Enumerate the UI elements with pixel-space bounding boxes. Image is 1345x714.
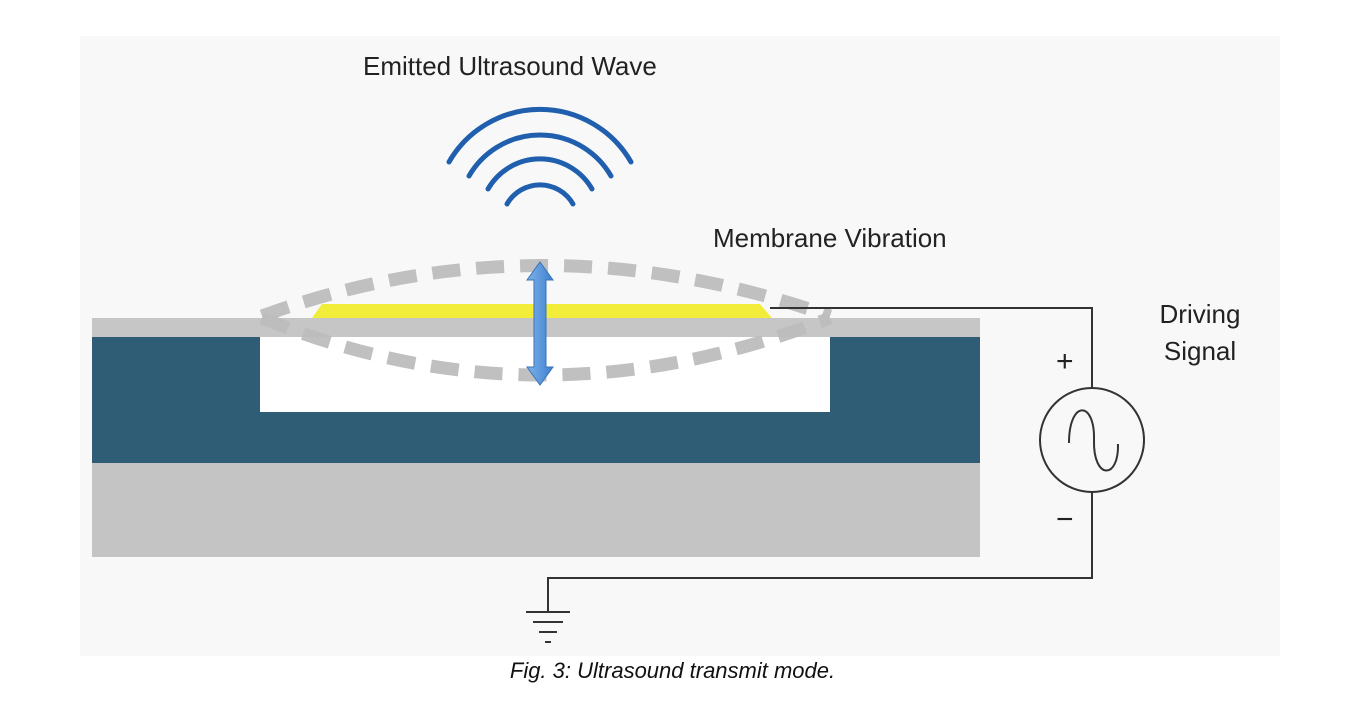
circuit-wires <box>547 307 1093 612</box>
negative-terminal-label: − <box>1056 503 1074 536</box>
positive-terminal-label: + <box>1056 345 1074 378</box>
vibration-arrow-icon <box>526 261 554 386</box>
driving-signal-label-2: Signal <box>1163 336 1237 366</box>
base-substrate <box>92 463 980 557</box>
figure-caption: Fig. 3: Ultrasound transmit mode. <box>509 658 836 683</box>
emitted-wave-label: Emitted Ultrasound Wave <box>363 51 657 81</box>
ground-icon <box>526 611 570 643</box>
ultrasound-wave-icon <box>446 106 634 207</box>
driving-signal-label-1: Driving <box>1159 299 1241 329</box>
membrane-vibration-label: Membrane Vibration <box>713 223 947 253</box>
ac-source-icon <box>1039 387 1145 493</box>
